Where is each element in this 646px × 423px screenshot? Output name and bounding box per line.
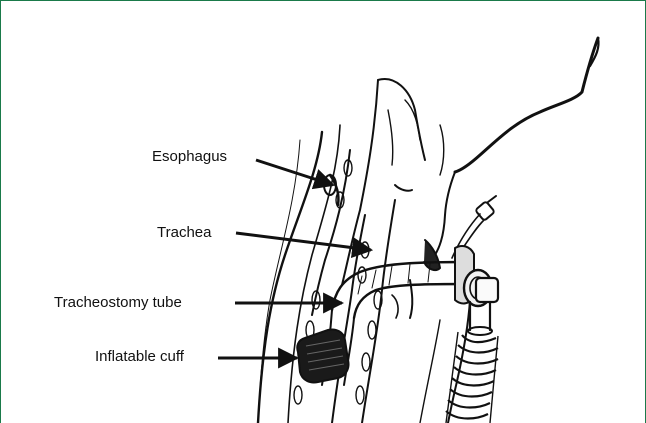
larynx-top [378, 79, 425, 160]
inflatable-cuff-label: Inflatable cuff [95, 348, 184, 366]
esophagus-arrow [256, 160, 333, 185]
trachea-wall-right [362, 200, 395, 423]
neck-outline [455, 38, 598, 172]
larynx-mark [395, 185, 412, 191]
spine-line [258, 140, 300, 423]
larynx-fold-2 [388, 110, 393, 165]
tracheostomy-tube-label: Tracheostomy tube [54, 294, 182, 312]
pilot-valve [475, 201, 495, 221]
stoma-tissue [424, 240, 440, 270]
pilot-tip [488, 196, 496, 202]
connector-elbow [476, 278, 498, 302]
stoma-tissue-3 [392, 295, 398, 318]
esophagus-label: Esophagus [152, 148, 227, 166]
larynx-fold [405, 100, 420, 140]
anterior-wall-lower-2 [420, 320, 440, 423]
trachea-label: Trachea [157, 224, 211, 242]
ventilator-tubing [446, 332, 498, 423]
larynx-mark-2 [440, 125, 444, 175]
inflatable-cuff-shape [297, 329, 348, 382]
trachea-arrow [236, 233, 371, 250]
esophagus-wall-right [342, 80, 378, 285]
